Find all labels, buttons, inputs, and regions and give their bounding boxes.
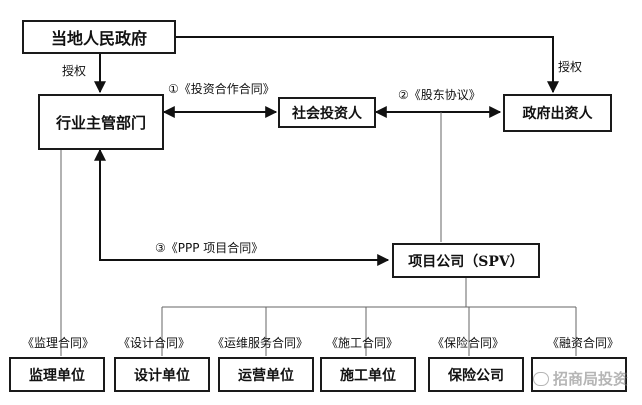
contract-supervision: 《监理合同》 (22, 336, 95, 350)
label-investment-contract: ①《投资合作合同》 (168, 82, 275, 96)
node-construction: 施工单位 (320, 357, 416, 392)
node-local-government: 当地人民政府 (22, 20, 176, 54)
label-shareholder-agreement: ②《股东协议》 (398, 88, 481, 102)
node-supervision: 监理单位 (9, 357, 105, 392)
node-industry-department: 行业主管部门 (38, 94, 164, 150)
contract-design: 《设计合同》 (118, 336, 191, 350)
contract-financing: 《融资合同》 (547, 336, 620, 350)
node-project-company: 项目公司（SPV） (392, 243, 540, 278)
node-operation: 运营单位 (218, 357, 314, 392)
label-ppp-contract: ③《PPP 项目合同》 (155, 241, 264, 255)
ppp-contract-arrow (94, 148, 390, 266)
watermark-text: 招商局投资 (552, 370, 628, 388)
node-insurance: 保险公司 (428, 357, 524, 392)
node-social-investor: 社会投资人 (278, 97, 376, 128)
contract-insurance: 《保险合同》 (432, 336, 505, 350)
node-design: 设计单位 (114, 357, 210, 392)
contract-construction: 《施工合同》 (326, 336, 399, 350)
label-authorize-left: 授权 (62, 64, 87, 78)
node-government-investor: 政府出资人 (503, 94, 612, 132)
chat-bubble-icon (532, 371, 549, 386)
label-authorize-right: 授权 (558, 60, 583, 74)
authorize-arrow-right (176, 36, 559, 94)
contract-operation: 《运维服务合同》 (212, 336, 309, 350)
watermark: 招商局投资 (532, 368, 628, 389)
